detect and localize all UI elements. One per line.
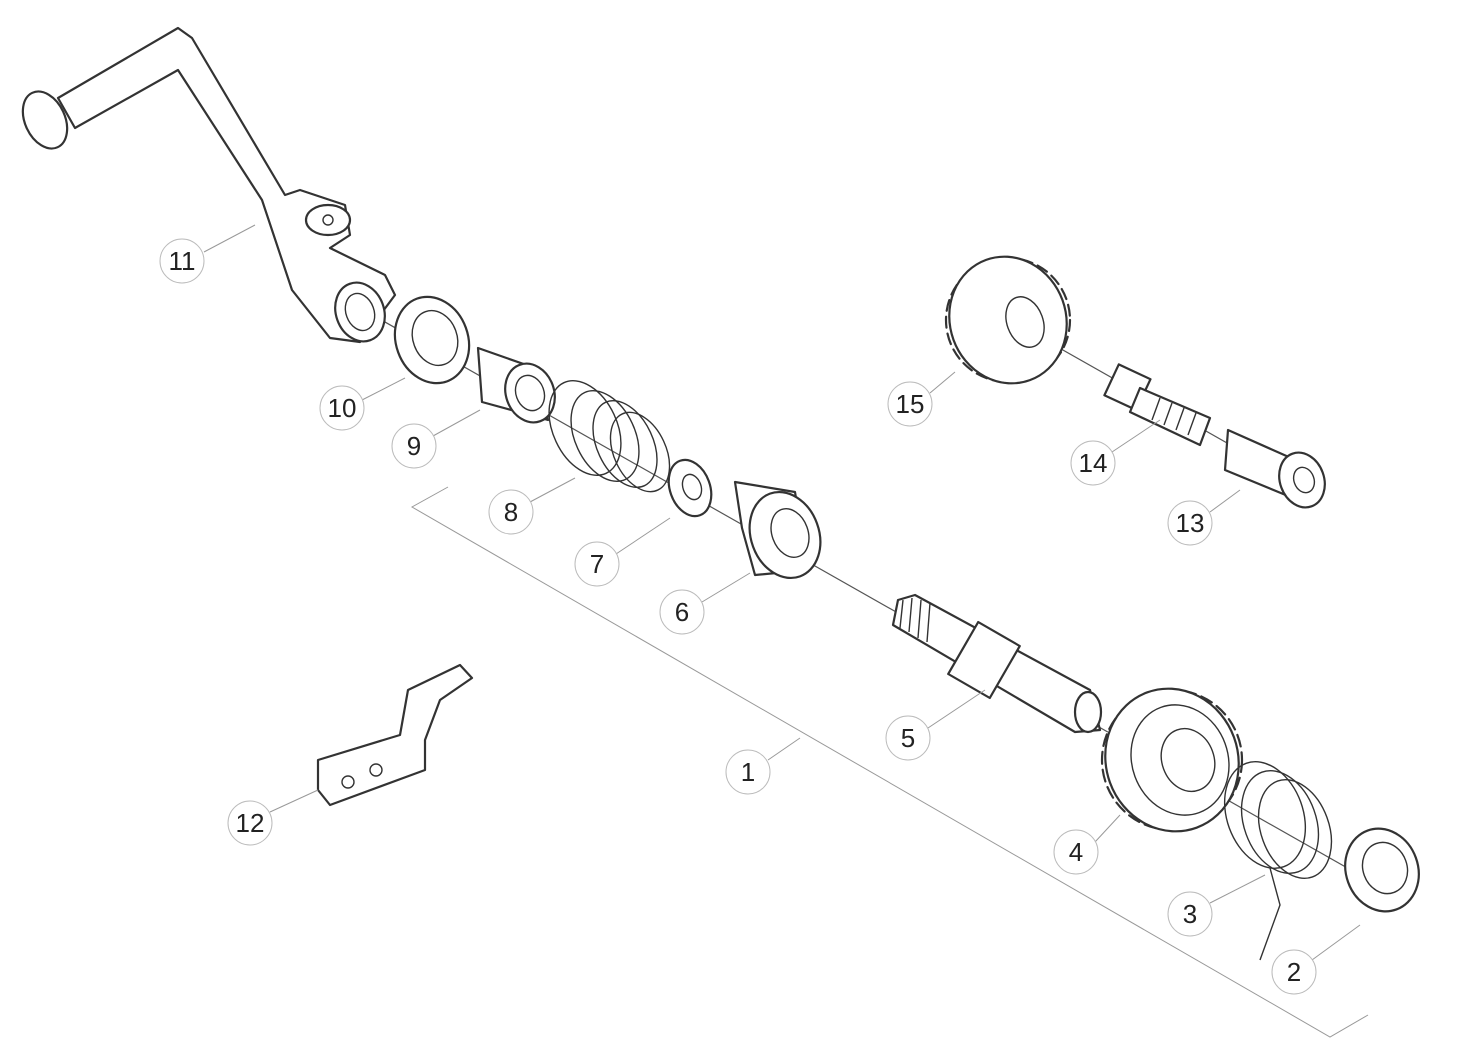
callout-10: 10 [319, 385, 365, 431]
svg-text:4: 4 [1069, 837, 1083, 867]
svg-text:1: 1 [741, 757, 755, 787]
callout-8: 8 [488, 489, 534, 535]
svg-text:7: 7 [590, 549, 604, 579]
callout-15: 15 [887, 381, 933, 427]
kick-shaft [891, 593, 1103, 734]
callout-1: 1 [725, 749, 771, 795]
seal-ring [393, 295, 471, 385]
ratchet-gear [733, 480, 822, 580]
callout-11: 11 [159, 238, 205, 284]
callout-3: 3 [1167, 891, 1213, 937]
bushing-sleeve [476, 346, 556, 424]
callout-2: 2 [1271, 949, 1317, 995]
spacer-ring [1344, 827, 1420, 913]
svg-text:9: 9 [407, 431, 421, 461]
svg-text:3: 3 [1183, 899, 1197, 929]
svg-text:15: 15 [896, 389, 925, 419]
coil-spring [548, 380, 671, 493]
callout-7: 7 [574, 541, 620, 587]
callout-5: 5 [885, 715, 931, 761]
svg-text:10: 10 [328, 393, 357, 423]
callout-14: 14 [1070, 440, 1116, 486]
leader-lines [203, 224, 1361, 961]
stopper-plate [316, 663, 474, 807]
assembly-group-bracket [410, 486, 1369, 1038]
idler-bolt [1103, 363, 1212, 447]
callout-9: 9 [391, 423, 437, 469]
svg-text:5: 5 [901, 723, 915, 753]
thrust-washer [667, 458, 713, 518]
callout-4: 4 [1053, 829, 1099, 875]
kick-gear [1100, 687, 1244, 833]
svg-text:14: 14 [1079, 448, 1108, 478]
torsion-spring [1223, 761, 1333, 961]
idler-gear [944, 255, 1072, 385]
svg-text:13: 13 [1176, 508, 1205, 538]
svg-text:2: 2 [1287, 957, 1301, 987]
callout-12: 12 [227, 800, 273, 846]
kick-lever [21, 26, 397, 344]
svg-text:11: 11 [169, 246, 196, 276]
callout-6: 6 [659, 589, 705, 635]
callout-13: 13 [1167, 500, 1213, 546]
idler-bushing [1223, 428, 1326, 509]
svg-text:12: 12 [236, 808, 265, 838]
svg-text:6: 6 [675, 597, 689, 627]
svg-text:8: 8 [504, 497, 518, 527]
